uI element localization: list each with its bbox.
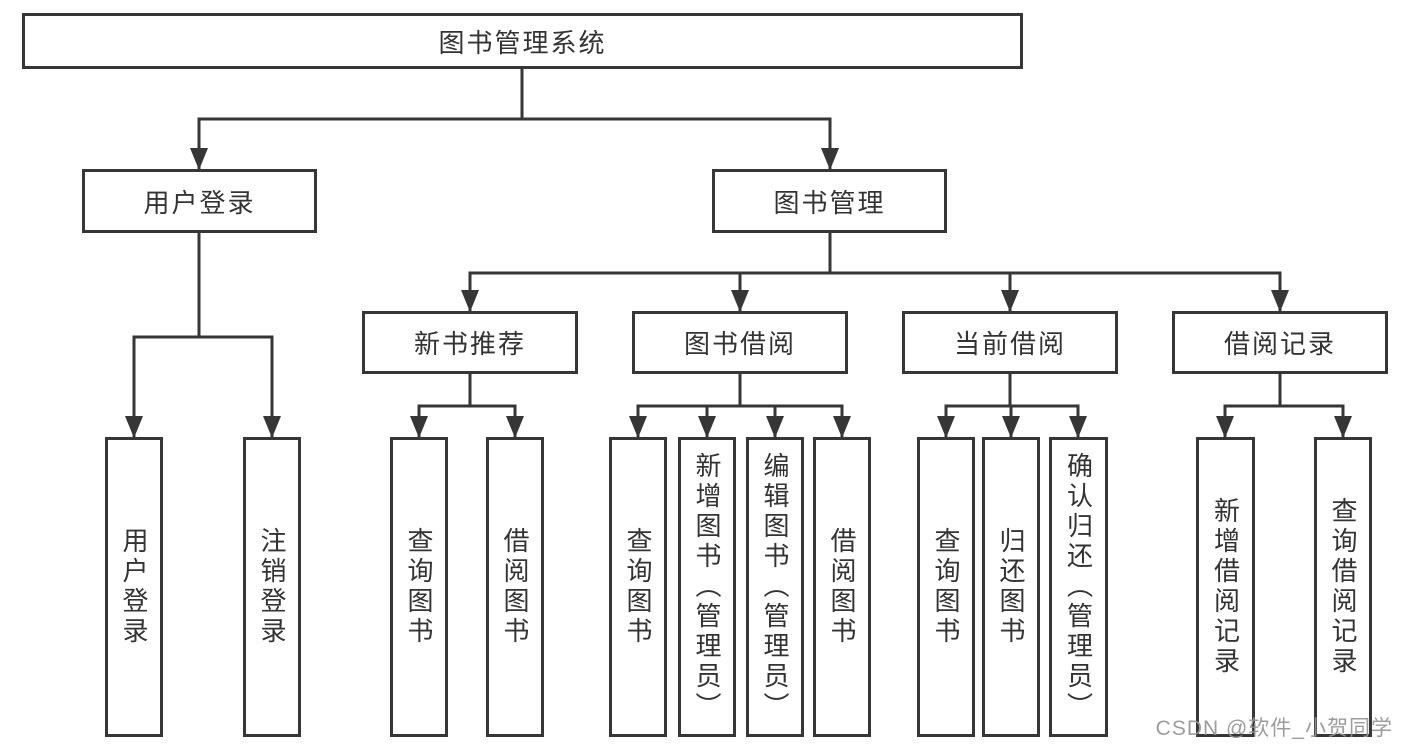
leaf-query-books-current: 查询图书 xyxy=(917,437,975,737)
leaf-return-book: 归还图书 xyxy=(982,437,1040,737)
leaf-logout: 注销登录 xyxy=(243,437,301,737)
node-borrowing-records: 借阅记录 xyxy=(1172,311,1388,374)
node-user-login: 用户登录 xyxy=(82,169,317,233)
node-new-book-recommend: 新书推荐 xyxy=(362,311,578,374)
node-current-borrowing: 当前借阅 xyxy=(902,311,1118,374)
leaf-user-login: 用户登录 xyxy=(105,437,163,737)
node-system-root: 图书管理系统 xyxy=(22,13,1023,69)
leaf-query-books-recommend: 查询图书 xyxy=(390,437,448,737)
leaf-confirm-return-admin: 确认归还（管理员） xyxy=(1049,437,1108,737)
leaf-edit-book-admin: 编辑图书（管理员） xyxy=(746,437,804,737)
leaf-borrow-books-recommend: 借阅图书 xyxy=(486,437,544,737)
node-book-management: 图书管理 xyxy=(712,169,947,233)
node-book-borrowing: 图书借阅 xyxy=(632,311,848,374)
leaf-borrow-books-borrowing: 借阅图书 xyxy=(813,437,871,737)
leaf-add-borrow-record: 新增借阅记录 xyxy=(1196,437,1255,737)
watermark-text: CSDN @软件_小贺同学 xyxy=(1155,717,1393,740)
leaf-add-book-admin: 新增图书（管理员） xyxy=(678,437,736,737)
leaf-query-books-borrowing: 查询图书 xyxy=(609,437,667,737)
leaf-query-borrow-record: 查询借阅记录 xyxy=(1314,437,1372,737)
